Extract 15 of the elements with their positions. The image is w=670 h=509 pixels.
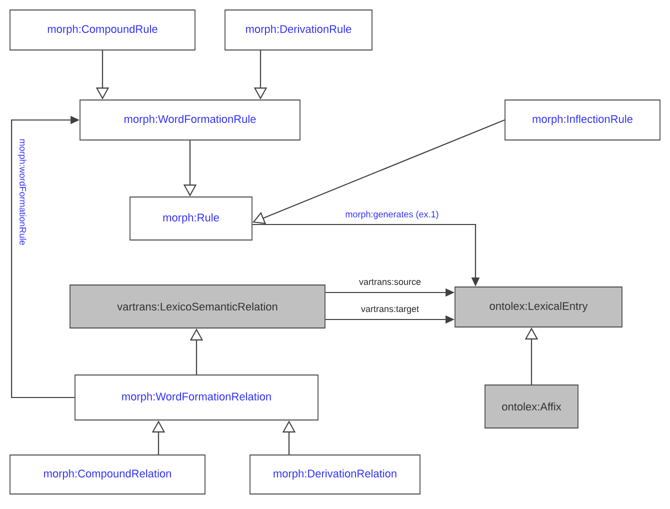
class-box: morph:Rule: [130, 196, 252, 240]
edge-label: vartrans:source: [358, 278, 422, 286]
edge-label: morph:generates (ex.1): [344, 210, 440, 220]
edge-label: vartrans:target: [360, 305, 420, 315]
class-box: morph:WordFormationRelation: [74, 374, 318, 420]
class-box: morph:InflectionRule: [504, 100, 660, 140]
class-box: vartrans:LexicoSemanticRelation: [70, 284, 326, 328]
class-box: morph:CompoundRule: [10, 10, 196, 50]
class-box: ontolex:Affix: [484, 384, 578, 428]
edge-label: morph:wordFormationRule: [16, 138, 28, 246]
class-box: morph:WordFormationRule: [80, 100, 300, 140]
class-box: morph:CompoundRelation: [10, 454, 206, 494]
class-box: morph:DerivationRule: [224, 10, 372, 50]
class-box: morph:DerivationRelation: [250, 454, 420, 494]
class-box: ontolex:LexicalEntry: [454, 286, 622, 328]
